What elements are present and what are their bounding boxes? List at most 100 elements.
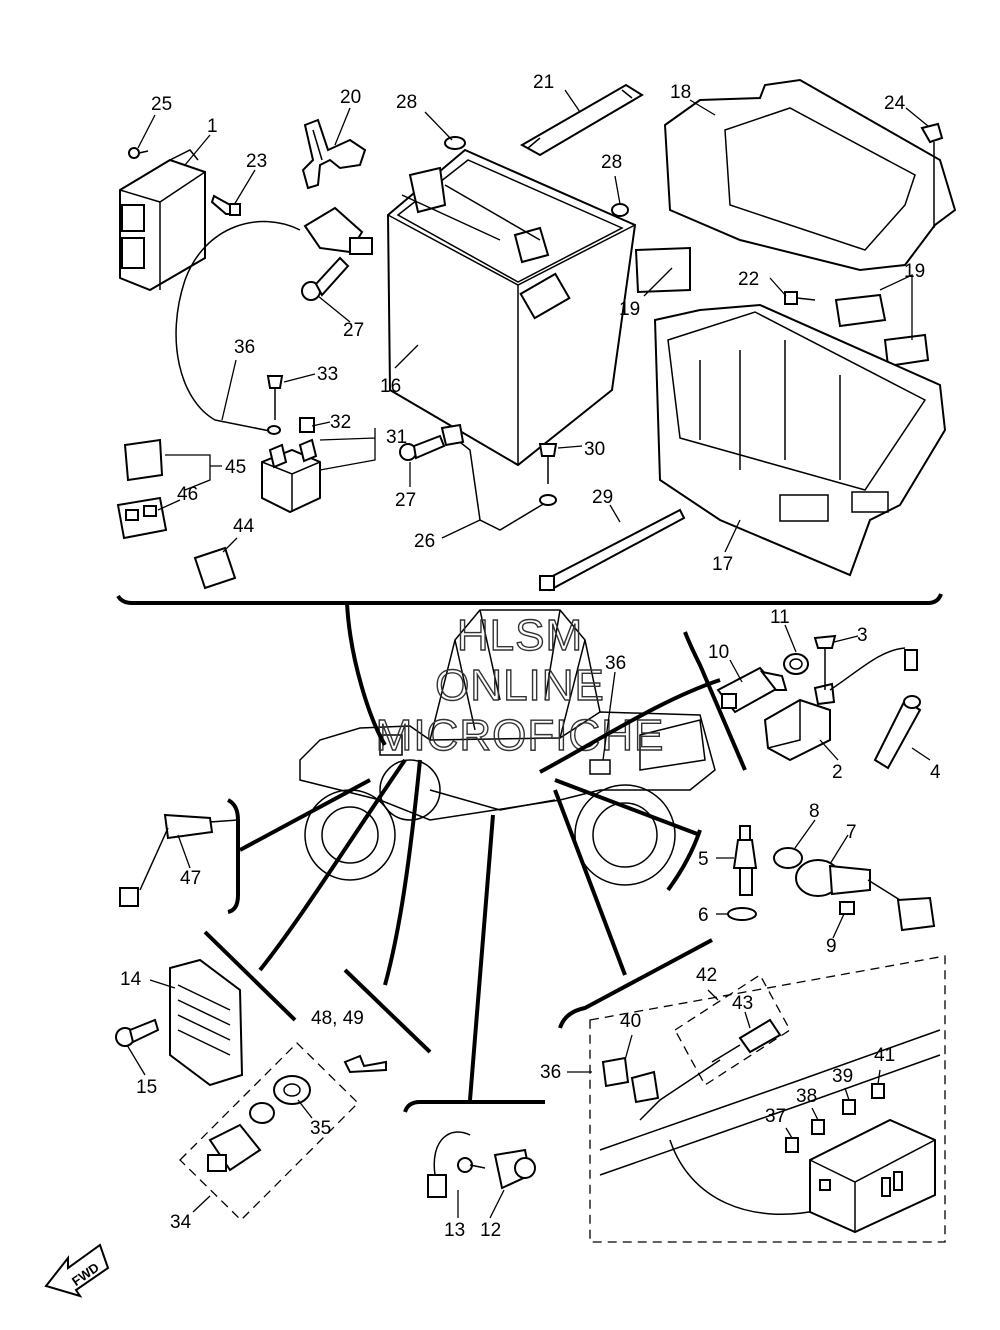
pin-24	[920, 122, 944, 228]
rectifier-14	[169, 958, 244, 1087]
callout-28-right: 28	[601, 152, 622, 173]
sensor-5	[732, 825, 758, 896]
callout-39: 39	[832, 1066, 853, 1087]
bolt-13	[457, 1157, 486, 1173]
callout-13: 13	[444, 1220, 465, 1241]
callout-5: 5	[698, 849, 709, 870]
callout-29: 29	[592, 487, 613, 508]
cable-tie-29	[539, 508, 686, 592]
svg-text:HLSM: HLSM	[457, 611, 583, 660]
callout-38: 38	[796, 1086, 817, 1107]
watermark: HLSM ONLINE MICROFICHE	[375, 610, 665, 760]
callout-31: 31	[386, 427, 407, 448]
bracket-left-47	[226, 798, 240, 914]
fuse-41	[871, 1083, 885, 1099]
callout-3: 3	[857, 625, 868, 646]
callout-36-vehicle: 36	[605, 653, 626, 674]
leader-to-47	[239, 778, 371, 852]
washer-11	[783, 653, 809, 675]
bolt-3	[813, 634, 837, 690]
callout-32: 32	[330, 412, 351, 433]
bracket-harness	[558, 938, 713, 1029]
plug-cap-4	[829, 647, 922, 770]
callout-46: 46	[177, 484, 198, 505]
callout-34: 34	[170, 1212, 192, 1233]
callout-19-right: 19	[904, 261, 925, 282]
callout-35: 35	[310, 1118, 331, 1139]
callout-42: 42	[696, 965, 717, 986]
relay-40	[601, 1056, 660, 1104]
bracket-speed	[403, 1100, 545, 1113]
leader-to-key	[383, 759, 422, 986]
callout-36-harness: 36	[540, 1062, 561, 1083]
speed-sensor-12	[427, 1131, 536, 1198]
switch-34	[207, 1102, 275, 1172]
callout-11: 11	[770, 607, 790, 628]
group-42-43-box	[674, 974, 791, 1086]
harness-group-box	[589, 955, 946, 1243]
label-19-right	[834, 293, 930, 368]
callout-4: 4	[930, 762, 941, 783]
bracket-key	[343, 968, 432, 1054]
callout-20: 20	[340, 87, 361, 108]
callout-44: 44	[233, 516, 255, 537]
relay-45	[123, 438, 164, 482]
callout-27-upper: 27	[343, 320, 364, 341]
section-divider	[116, 593, 943, 605]
bolt-23	[210, 194, 241, 216]
callout-10: 10	[708, 642, 729, 663]
ignition-coil-2	[763, 682, 836, 762]
callout-28-left: 28	[396, 92, 417, 113]
wire-harness-36	[599, 1029, 941, 1215]
bolt-30	[538, 443, 558, 484]
bolt-15	[115, 1018, 160, 1047]
callout-7: 7	[846, 822, 857, 843]
bracket-right-top	[683, 631, 747, 771]
callout-6: 6	[698, 905, 709, 926]
callout-27-lower: 27	[395, 490, 416, 511]
callout-2: 2	[832, 762, 843, 783]
callout-47: 47	[180, 868, 201, 889]
callout-41: 41	[874, 1045, 895, 1066]
callout-22: 22	[738, 269, 759, 290]
battery-16	[386, 148, 637, 467]
svg-text:MICROFICHE: MICROFICHE	[376, 711, 665, 760]
bolt-27-upper	[301, 256, 350, 301]
starter-relay-harness	[175, 206, 373, 433]
battery-box-17	[653, 303, 947, 577]
callout-18: 18	[670, 82, 691, 103]
leader-to-ignition-group	[539, 678, 721, 774]
callout-45: 45	[225, 457, 246, 478]
washer-6	[727, 907, 757, 921]
callout-12: 12	[480, 1220, 501, 1241]
fuse-37	[785, 1137, 799, 1153]
callout-48-49: 48, 49	[311, 1008, 364, 1029]
screw-25	[128, 147, 149, 159]
bracket-right-mid	[666, 829, 702, 892]
battery-strap-21	[519, 83, 644, 157]
callout-33: 33	[317, 364, 338, 385]
leader-to-rectifier	[258, 758, 407, 972]
cap-35	[273, 1075, 311, 1105]
bolt-27-lower	[399, 434, 446, 461]
label-19-left	[634, 246, 691, 294]
fuse-39	[842, 1099, 856, 1115]
washer-28-left	[444, 136, 466, 150]
wire-holder-20	[301, 118, 367, 190]
leader-to-harness	[553, 789, 627, 976]
group-34-35-box	[179, 1042, 359, 1221]
screw-9	[839, 901, 855, 915]
ecu-unit	[119, 149, 206, 292]
callout-9: 9	[826, 936, 837, 957]
callout-36-top: 36	[234, 337, 255, 358]
callout-21: 21	[533, 72, 554, 93]
fwd-arrow-icon: FWD	[44, 1243, 110, 1298]
callout-15: 15	[136, 1077, 157, 1098]
callout-leaders	[126, 89, 931, 1219]
callout-16: 16	[380, 376, 401, 397]
callout-23: 23	[246, 151, 267, 172]
screw-22	[784, 291, 816, 305]
key-48-49	[343, 1054, 387, 1074]
fuse-43	[711, 1018, 782, 1063]
callout-24: 24	[884, 93, 906, 114]
